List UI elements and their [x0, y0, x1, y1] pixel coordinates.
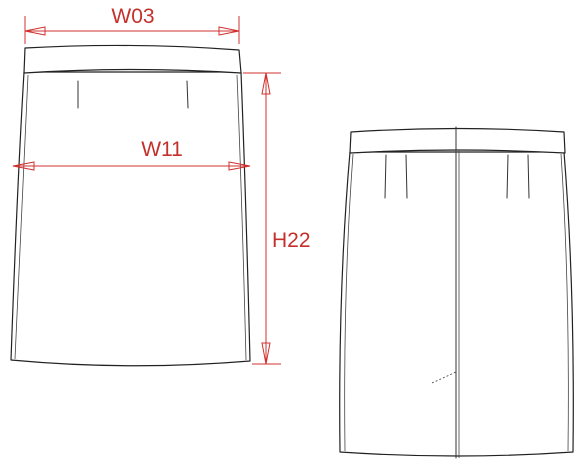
- measure-hip-label: W11: [141, 138, 183, 161]
- skirt-back-view: [339, 126, 574, 459]
- back-side-seam-left: [344, 153, 354, 452]
- measure-hip: W11: [12, 138, 251, 171]
- back-slit-stitch: [431, 371, 457, 384]
- measure-hip-arrow-right: [228, 161, 251, 171]
- measure-length-arrow-bottom: [261, 342, 271, 365]
- front-dart-right: [186, 80, 189, 109]
- back-dart-right-1: [506, 154, 509, 199]
- front-skirt-body: [10, 71, 251, 367]
- back-dart-left-2: [405, 154, 408, 199]
- measure-length-arrow-top: [261, 72, 271, 95]
- back-side-seam-right: [560, 153, 569, 452]
- measure-waistband: W03: [24, 5, 240, 44]
- measure-length-label: H22: [272, 229, 311, 252]
- measure-waistband-label: W03: [111, 5, 154, 28]
- measure-waistband-arrow-right: [218, 26, 240, 36]
- front-side-seam-right: [236, 74, 247, 361]
- back-waistband: [349, 127, 566, 154]
- front-waistband: [23, 44, 242, 74]
- measure-waistband-arrow-left: [24, 26, 46, 36]
- skirt-front-view: [10, 44, 251, 367]
- back-dart-right-2: [527, 154, 530, 199]
- measure-hip-arrow-left: [12, 161, 35, 171]
- front-side-seam-left: [14, 74, 29, 360]
- measure-length: H22: [243, 72, 311, 365]
- back-dart-left-1: [384, 154, 387, 199]
- back-skirt-body: [339, 151, 574, 457]
